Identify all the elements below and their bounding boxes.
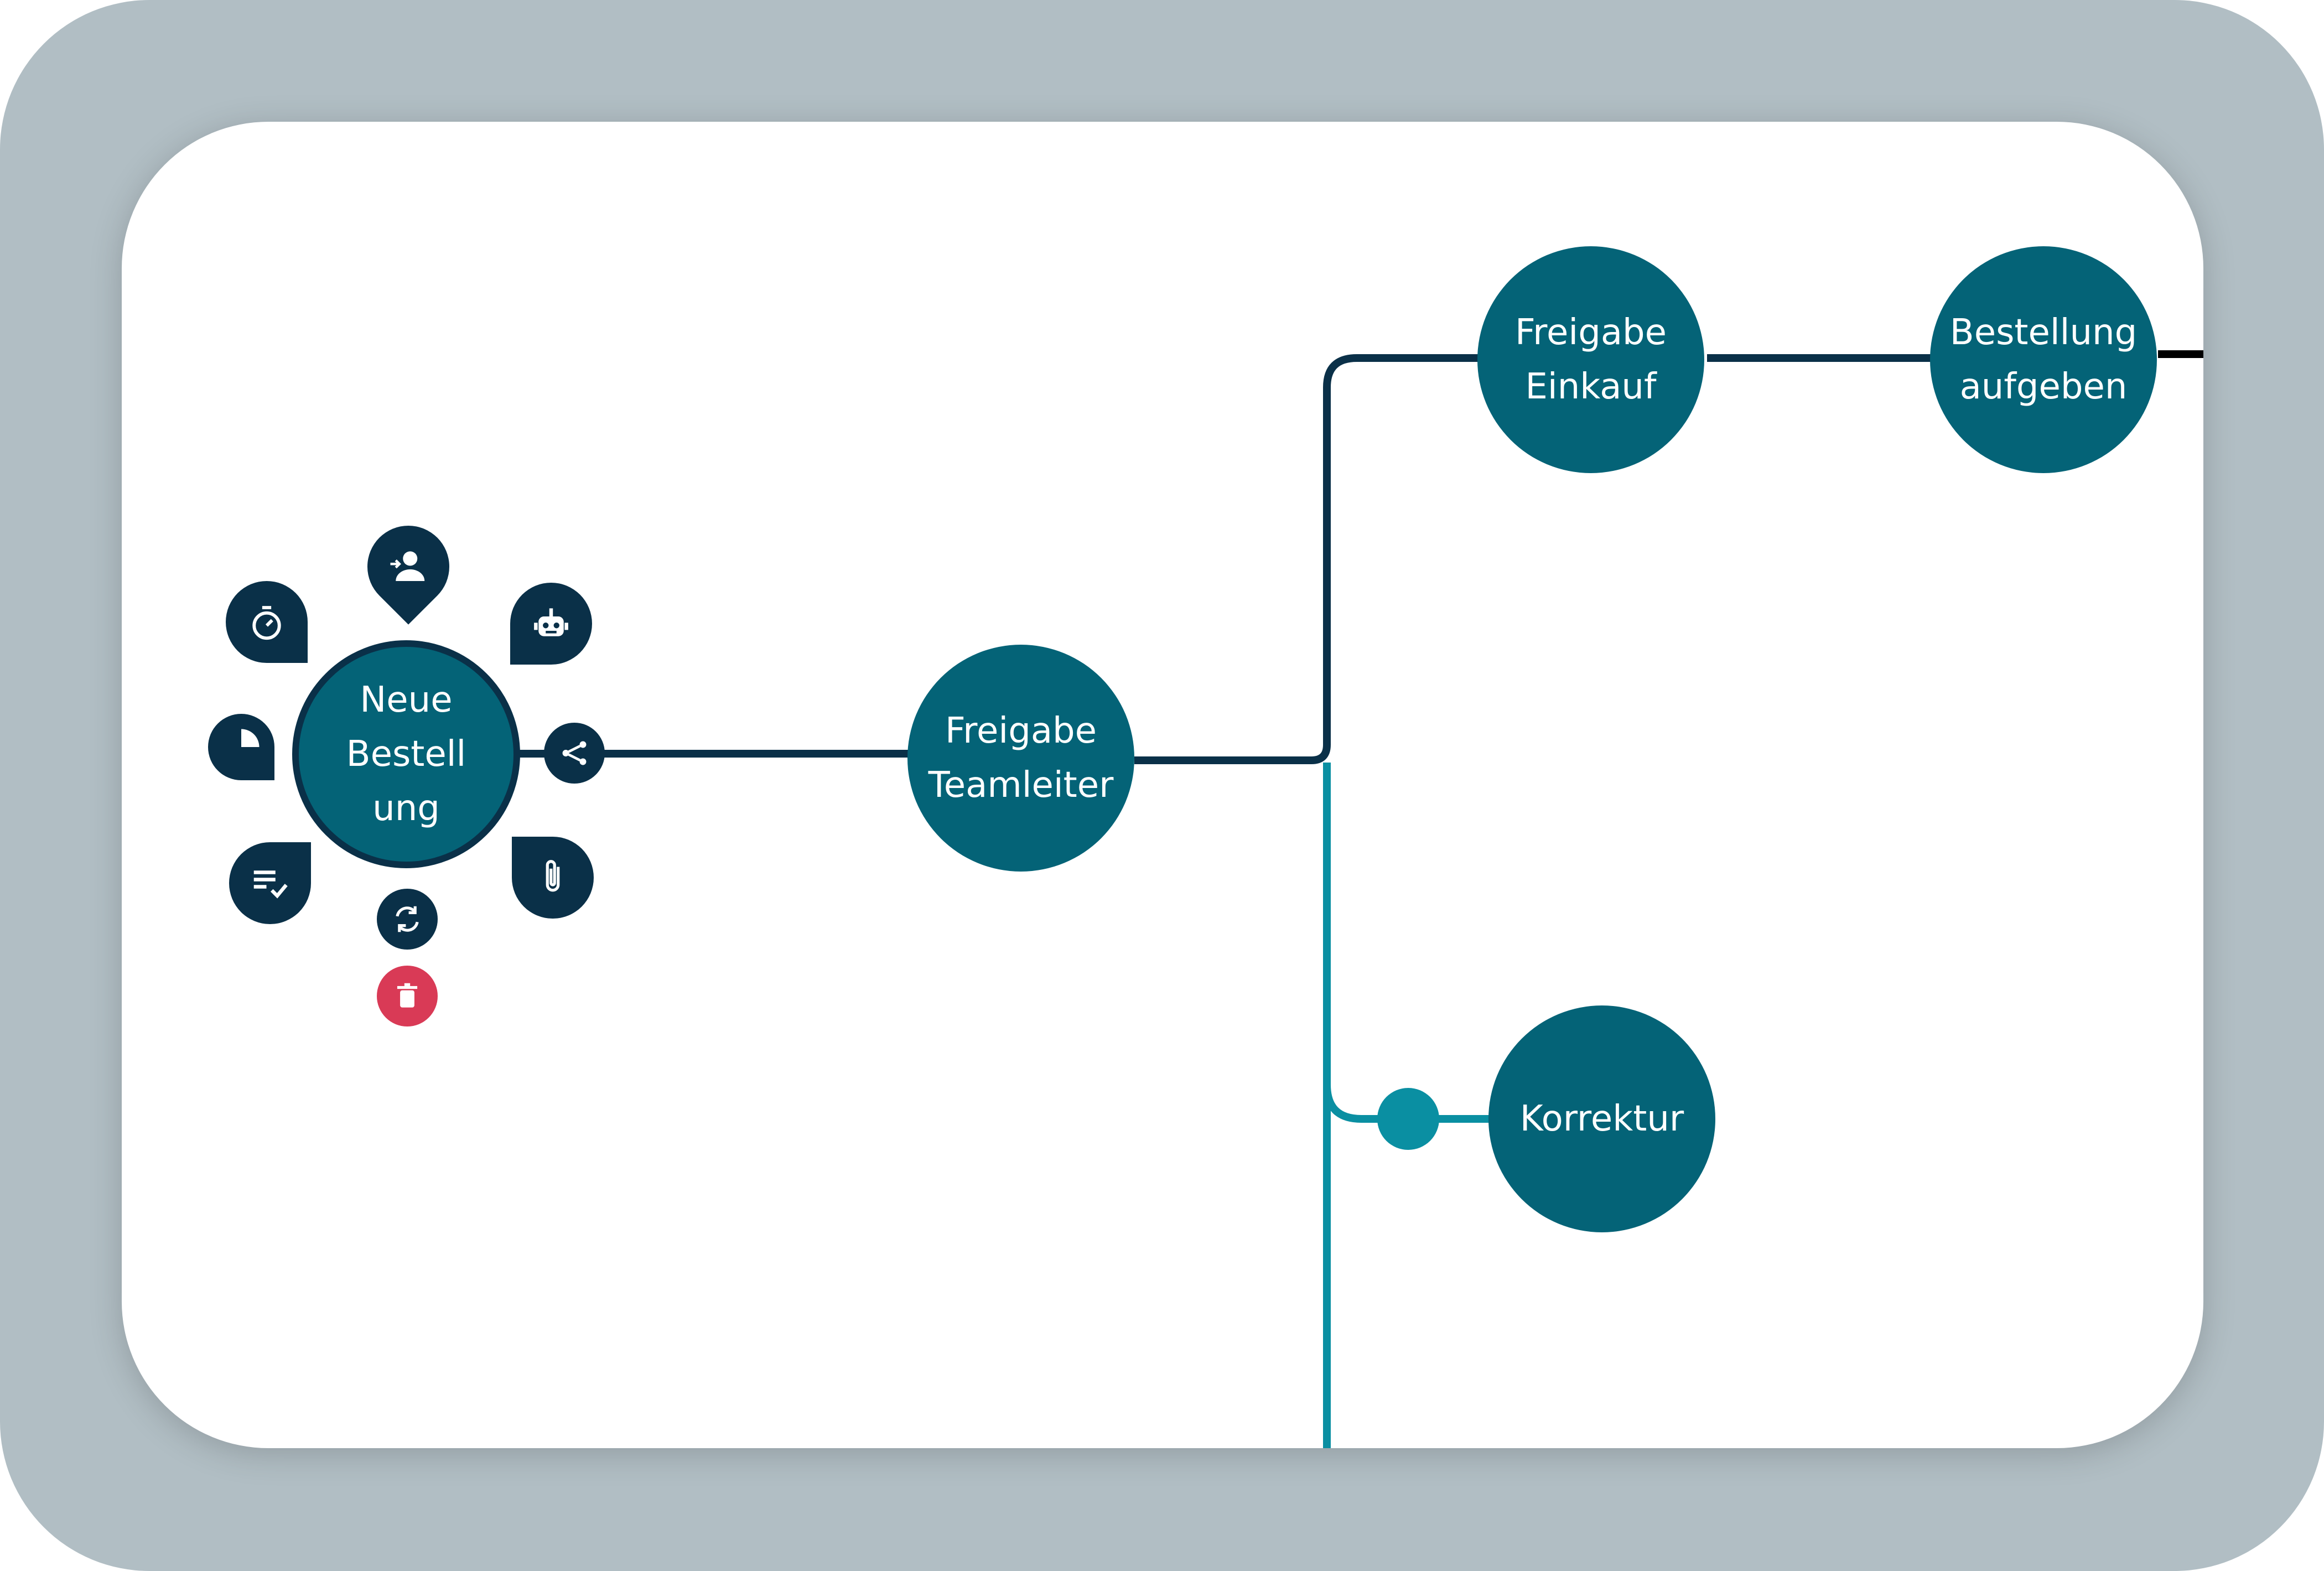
- edge-teamleiter-split: [1134, 354, 1480, 764]
- node-freigabe-teamleiter[interactable]: Freigabe Teamleiter: [907, 645, 1134, 872]
- timer-button[interactable]: [226, 581, 308, 663]
- node-korrektur[interactable]: Korrektur: [1488, 1005, 1715, 1232]
- delete-icon: [397, 983, 418, 1008]
- assign-person-icon: [390, 551, 425, 581]
- progress-button[interactable]: [208, 714, 274, 780]
- refresh-icon: [396, 906, 419, 932]
- node-label: Neue Bestell ung: [346, 680, 466, 829]
- branch-icon: [562, 741, 587, 765]
- delete-button[interactable]: [377, 966, 438, 1026]
- node-label: Freigabe Teamleiter: [928, 711, 1114, 806]
- branch-port: [1377, 1088, 1439, 1150]
- checklist-button[interactable]: [229, 842, 311, 924]
- attachment-button[interactable]: [512, 837, 594, 919]
- refresh-button[interactable]: [377, 889, 438, 950]
- edge-branch-korrektur: [1323, 1084, 1494, 1123]
- automation-bot-button[interactable]: [510, 583, 592, 665]
- node-label: Korrektur: [1519, 1098, 1684, 1139]
- checklist-icon: [253, 870, 288, 899]
- pie-icon: [241, 729, 260, 747]
- attachment-icon: [546, 860, 560, 892]
- node-neue-bestellung[interactable]: Neue Bestell ung: [292, 640, 520, 868]
- node-label: Bestellung aufgeben: [1949, 312, 2138, 407]
- node-bestellung-aufgeben[interactable]: Bestellung aufgeben: [1930, 246, 2157, 473]
- branch-button[interactable]: [544, 723, 605, 784]
- node-freigabe-einkauf[interactable]: Freigabe Einkauf: [1477, 246, 1704, 473]
- node-label: Freigabe Einkauf: [1514, 312, 1667, 407]
- timer-icon: [252, 606, 281, 640]
- bot-icon: [534, 608, 568, 636]
- assign-person-button[interactable]: [350, 509, 466, 625]
